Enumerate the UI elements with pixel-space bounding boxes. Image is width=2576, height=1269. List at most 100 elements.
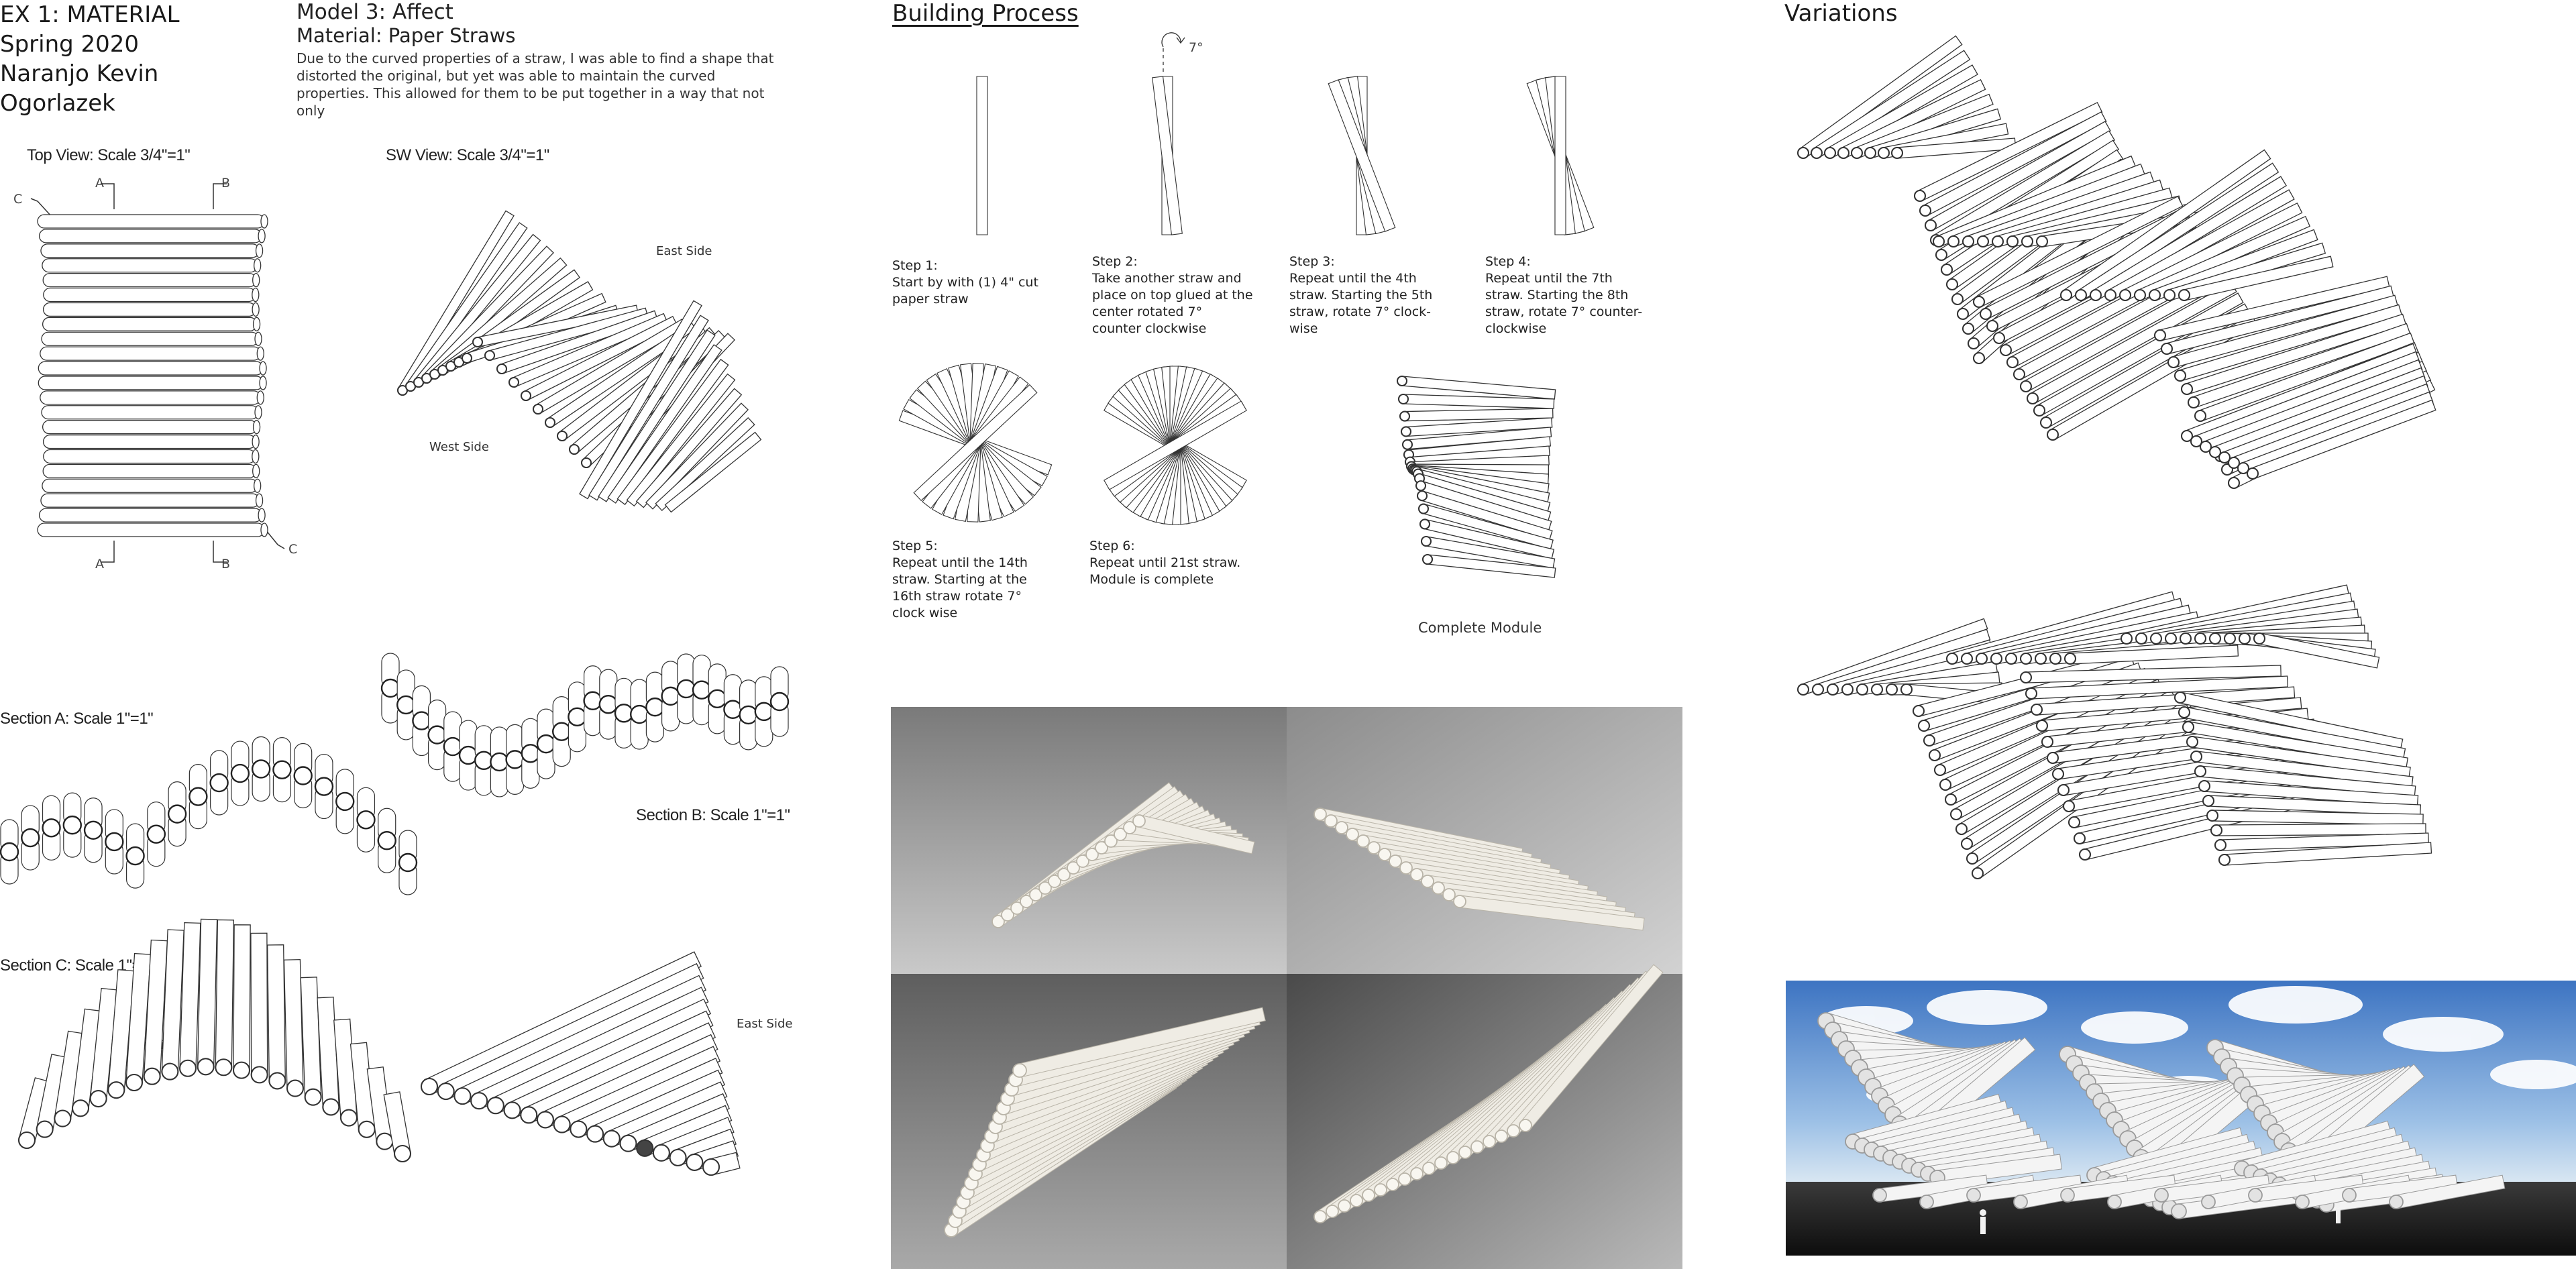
term: Spring 2020 (0, 31, 140, 58)
building-steps-drawing (898, 32, 1595, 578)
top-view-straw-end (255, 243, 264, 258)
section-c-straw (267, 944, 286, 1090)
variation-1-straw (2118, 202, 2303, 302)
complete-module-straw (1399, 408, 1554, 422)
variation-1-straw (2104, 189, 2295, 302)
section-c-straw (232, 924, 251, 1079)
step-1: Step 1: Start by with (1) 4" cut paper s… (892, 258, 1053, 308)
variation-2-straw (2025, 675, 2289, 700)
section-c-straw (383, 1091, 412, 1163)
step-6-title: Step 6: (1089, 539, 1135, 553)
sw-straw (532, 319, 688, 415)
step-3: Step 3: Repeat until the 4th straw. Star… (1289, 254, 1450, 337)
variations-drawing (1796, 35, 2436, 880)
section-a-straw-end (314, 777, 334, 796)
top-view-straw-end (258, 508, 266, 522)
section-c-straw (486, 998, 712, 1115)
complete-module-straw (1417, 503, 1554, 550)
section-a-straw-end (42, 818, 61, 838)
complete-module-straw (1416, 490, 1553, 541)
section-b-label: Section B: Scale 1"=1" (636, 806, 790, 824)
top-view-straw-end (260, 522, 268, 537)
variation-1-straw (1837, 78, 1986, 160)
section-c-straw (366, 1066, 394, 1150)
sw-straw (626, 373, 736, 507)
sw-straw (655, 417, 755, 512)
top-view-straw-end (258, 229, 266, 243)
photo-straw (1012, 1007, 1266, 1078)
section-b-straw-end (769, 692, 790, 712)
section-a-straw-end (251, 759, 271, 779)
top-view-straw-end (252, 420, 261, 435)
variation-1-straw (2074, 162, 2279, 302)
section-c-straw (686, 1140, 739, 1171)
variation-1-straw (2059, 149, 2271, 302)
section-c-straw (470, 987, 709, 1110)
step-2-text: Take another straw and place on top glue… (1092, 271, 1253, 336)
variation-2-straw (2019, 665, 2282, 684)
section-c-straw (300, 977, 322, 1106)
section-c-straw (161, 929, 184, 1081)
variation-1-straw (2194, 332, 2415, 423)
model-material: Material: Paper Straws (297, 24, 516, 47)
sw-straw (664, 431, 762, 513)
exercise-title: EX 1: MATERIAL (0, 1, 180, 28)
marker-a-top: A (95, 176, 104, 190)
variation-2-straw (2218, 842, 2432, 867)
model-info: Model 3: Affect Material: Paper Straws D… (297, 0, 780, 119)
author-name-1: Naranjo Kevin (0, 60, 159, 87)
section-a-straw-end (167, 804, 187, 824)
step-3-title: Step 3: (1289, 254, 1335, 269)
sw-straw (616, 358, 729, 506)
marker-c-top: C (13, 192, 23, 207)
variation-1-straw (1913, 101, 2103, 203)
variation-1-straw (2153, 276, 2390, 342)
section-a-straw-end (146, 824, 166, 844)
complete-module-straw (1397, 393, 1555, 409)
top-view-straw-end (254, 478, 262, 493)
step-1-title: Step 1: (892, 258, 938, 273)
sw-straw (508, 313, 668, 388)
step-5-title: Step 5: (892, 539, 938, 553)
top-view-straw-end (252, 434, 260, 449)
section-c-straw (178, 922, 201, 1077)
variation-1-straw (2187, 323, 2411, 409)
variation-1-straw (2089, 176, 2288, 302)
top-view-straw-end (252, 463, 260, 479)
section-a-straw-end (62, 815, 82, 835)
section-a-straw-end (0, 842, 19, 862)
complete-module-label: Complete Module (1418, 620, 1542, 636)
complete-module-straw (1421, 553, 1556, 578)
section-c-straw (250, 932, 268, 1084)
variation-2-straw (2194, 765, 2416, 797)
marker-c-bottom: C (288, 542, 298, 557)
marker-b-bottom: B (221, 557, 231, 571)
step-5: Step 5: Repeat until the 14th straw. Sta… (892, 538, 1053, 622)
top-view-straw-end (254, 331, 262, 346)
variation-1-straw (1972, 195, 2184, 309)
render-straw (1872, 1174, 1988, 1203)
section-a-straw-end (272, 760, 292, 779)
section-c-straw (317, 996, 340, 1116)
complete-module-straw (1396, 375, 1556, 400)
step-2-straw (1152, 76, 1183, 235)
render-people (1980, 1203, 2341, 1234)
rotation-angle-label: 7° (1189, 40, 1203, 55)
sw-straw (645, 402, 749, 510)
top-view-straw-end (252, 272, 260, 288)
variation-2-straw (2202, 794, 2422, 816)
variations-heading: Variations (1784, 0, 1898, 27)
section-c-straw (215, 919, 235, 1077)
variation-2-straw (2063, 645, 2239, 665)
section-c-straw (283, 958, 305, 1097)
render-straw (2154, 1174, 2270, 1203)
variation-2-straw (2214, 832, 2429, 852)
variation-1-straw (1890, 137, 2017, 160)
step-3-straw (1328, 79, 1396, 232)
variation-1-straw (1924, 121, 2111, 232)
step-6-text: Repeat until 21st straw. Module is compl… (1089, 555, 1241, 587)
sw-view-drawing (396, 210, 762, 513)
complete-module-straw (1400, 417, 1553, 437)
sw-straw (421, 245, 554, 384)
model-title: Model 3: Affect (297, 0, 453, 24)
